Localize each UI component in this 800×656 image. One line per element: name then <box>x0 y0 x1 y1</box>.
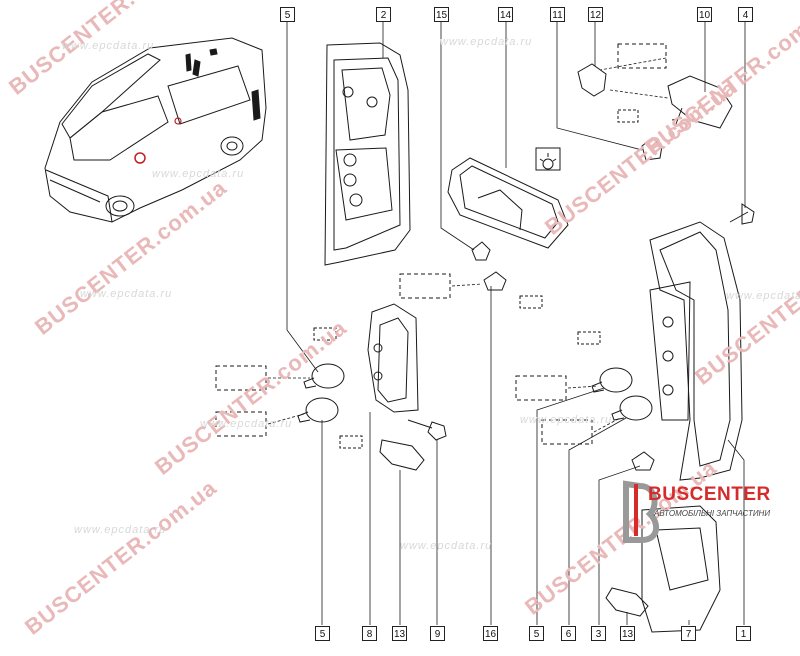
bulbs-right <box>591 367 655 471</box>
callout-9[interactable]: 9 <box>430 626 445 641</box>
callout-4[interactable]: 4 <box>738 7 753 22</box>
bulbs-left <box>297 363 345 423</box>
callout-3[interactable]: 3 <box>591 626 606 641</box>
callout-10[interactable]: 10 <box>697 7 712 22</box>
reference-boxes <box>215 43 667 445</box>
logo-b-icon <box>623 480 660 543</box>
lamp-unit-lower <box>641 505 721 633</box>
callout-14[interactable]: 14 <box>498 7 513 22</box>
tail-lamp-right <box>649 221 743 481</box>
callout-5-top[interactable]: 5 <box>280 7 295 22</box>
reversing-lamp-group <box>577 63 733 161</box>
bulb-16 <box>483 271 507 291</box>
arrows <box>267 57 669 433</box>
plate-lamp-13b <box>605 587 649 617</box>
callout-6[interactable]: 6 <box>561 626 576 641</box>
screw-9 <box>407 419 447 441</box>
lamp-unit-left <box>367 303 419 413</box>
leader-lines <box>286 22 746 625</box>
callout-16[interactable]: 16 <box>483 626 498 641</box>
callout-5-bottom-right[interactable]: 5 <box>529 626 544 641</box>
bulb-15 <box>471 241 491 261</box>
tail-lamp-left <box>324 42 411 266</box>
callout-1[interactable]: 1 <box>736 626 751 641</box>
callout-13-left[interactable]: 13 <box>392 626 407 641</box>
plate-lamp-13a <box>379 439 425 471</box>
callout-8[interactable]: 8 <box>362 626 377 641</box>
callout-5-bottom-left[interactable]: 5 <box>315 626 330 641</box>
logo-subtitle: АВТОМОБІЛЬНІ ЗАПЧАСТИНИ <box>654 509 771 518</box>
small-reference-boxes <box>313 109 639 449</box>
buscenter-logo: BUSCENTER АВТОМОБІЛЬНІ ЗАПЧАСТИНИ <box>612 476 798 596</box>
callout-7[interactable]: 7 <box>681 626 696 641</box>
screw-4 <box>729 203 755 225</box>
van-illustration <box>44 37 267 223</box>
callout-13-right[interactable]: 13 <box>620 626 635 641</box>
callout-11[interactable]: 11 <box>550 7 565 22</box>
logo-brand-text: BUSCENTER <box>648 484 771 505</box>
callout-2[interactable]: 2 <box>376 7 391 22</box>
callout-15[interactable]: 15 <box>434 7 449 22</box>
third-brake-light <box>447 147 569 249</box>
callout-12[interactable]: 12 <box>588 7 603 22</box>
